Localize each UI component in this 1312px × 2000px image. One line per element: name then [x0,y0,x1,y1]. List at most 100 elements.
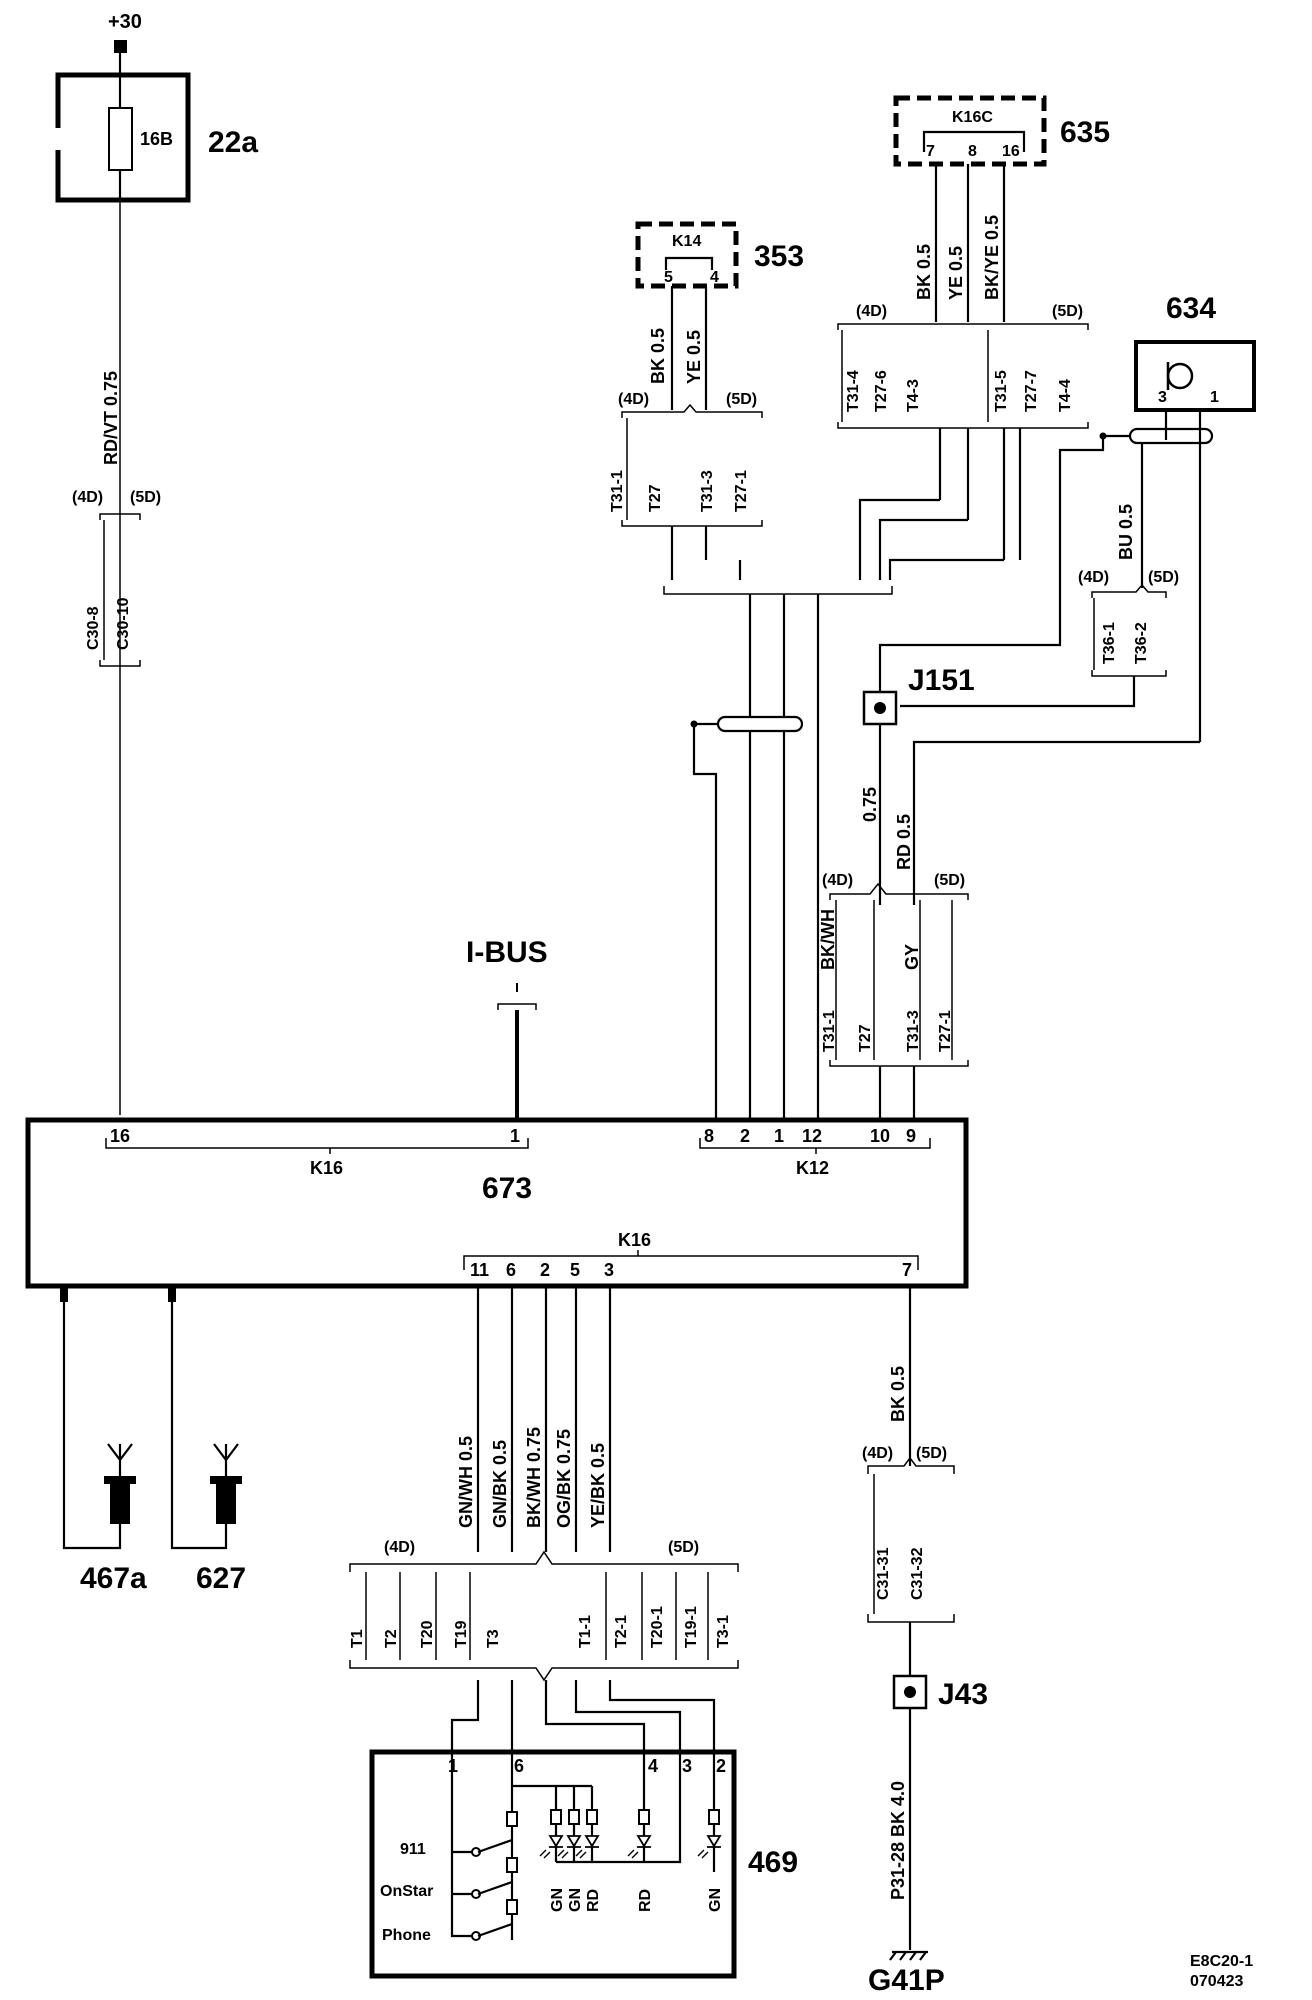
module-353: K14 5 4 353 [635,221,804,289]
svg-text:GN/WH 0.5: GN/WH 0.5 [456,1436,476,1528]
svg-text:BK/YE 0.5: BK/YE 0.5 [982,215,1002,300]
wire-label: YE 0.5 [684,330,704,384]
connector-label: K16C [952,109,993,126]
supply-group: +30 [108,11,142,75]
antenna-id: 627 [196,1562,246,1595]
connector-t-group: (4D) (5D) T1 T2 T20 T19 T3 T1-1 T2-1 T20… [349,1539,739,1682]
module-635: K16C 7 8 16 635 [893,95,1110,167]
svg-text:(5D): (5D) [934,872,965,889]
svg-text:P31-28 BK 4.0: P31-28 BK 4.0 [888,1781,908,1900]
svg-text:GN: GN [567,1888,584,1912]
svg-text:T3: T3 [485,1629,502,1648]
pin-label: 1 [774,1126,784,1146]
module-635-outline [893,95,1047,167]
svg-text:(4D): (4D) [1078,569,1109,586]
antenna-id: 467a [80,1562,147,1595]
supply-terminal-icon [114,40,127,53]
svg-text:T36-1: T36-1 [1101,622,1118,664]
antenna-627: 627 [168,1286,246,1595]
svg-text:T31-5: T31-5 [993,370,1010,412]
svg-text:(5D): (5D) [916,1445,947,1462]
resistor-icon [568,1809,580,1825]
wire-label-fuse-out: RD/VT 0.75 [101,371,121,465]
pin-label: 1 [1210,389,1219,406]
svg-text:(4D): (4D) [856,303,887,320]
bus-label: I-BUS [466,936,548,969]
pin-label: 6 [506,1260,516,1280]
svg-text:C31-31: C31-31 [875,1547,892,1600]
fuse-icon [108,107,133,171]
svg-text:(4D): (4D) [384,1539,415,1556]
switch-icon [477,1880,513,1896]
pin-label: 5 [664,269,673,286]
led-icon [548,1835,722,1848]
svg-text:GN: GN [549,1888,566,1912]
module-673-outline [25,1117,969,1289]
connector-c31: (4D) (5D) C31-31 C31-32 [862,1445,955,1623]
resistor-icon [708,1809,720,1825]
svg-text:T31-1: T31-1 [609,470,626,512]
pin-label: 12 [802,1126,822,1146]
pin-label: 7 [902,1260,912,1280]
module-353-outline [635,221,739,289]
shield-icon [716,715,804,733]
antenna-icon [107,1443,133,1476]
junction-label: J43 [938,1678,988,1711]
switch-icon [477,1838,513,1854]
svg-text:C31-32: C31-32 [909,1547,926,1600]
connector-c30: (4D) (5D) C30-8 C30-10 [72,489,161,667]
module-469: 1 6 4 3 2 469 911 OnStar Phone [369,1749,798,1979]
button-label: 911 [400,1841,426,1858]
resistor-icon [550,1809,562,1825]
connector-label: K12 [796,1158,829,1178]
light-rays-icon [539,1849,709,1859]
svg-text:T27-6: T27-6 [873,370,890,412]
svg-text:RD: RD [637,1889,654,1912]
resistor-icon [506,1899,518,1915]
svg-text:T19-1: T19-1 [683,1606,700,1648]
pin-label: 9 [906,1126,916,1146]
svg-text:T2: T2 [383,1629,400,1648]
module-id: 635 [1060,116,1110,149]
pin-label: 11 [470,1260,489,1280]
pin-label: 8 [704,1126,714,1146]
svg-text:(5D): (5D) [726,391,757,408]
ground-g41p: G41P [868,1950,945,1997]
svg-text:T1-1: T1-1 [577,1615,594,1648]
resistor-icon [506,1857,518,1873]
antenna-icon [213,1443,239,1476]
svg-text:YE/BK 0.5: YE/BK 0.5 [588,1443,608,1528]
svg-text:(5D): (5D) [668,1539,699,1556]
svg-text:T31-3: T31-3 [905,1010,922,1052]
microphone-icon [1166,362,1194,390]
svg-text:T27: T27 [647,484,664,512]
module-id: 469 [748,1846,798,1879]
pin-label: 10 [870,1126,890,1146]
svg-text:T4-3: T4-3 [905,379,922,412]
connector-pin-label: C30-10 [115,597,132,650]
ibus: I-BUS [466,936,548,1120]
pin-label: 2 [716,1756,726,1776]
junction-j151: J151 [862,664,975,726]
svg-text:GY: GY [902,944,922,970]
connector-t36: (4D) (5D) T36-1 T36-2 [1078,569,1179,677]
svg-text:T1: T1 [349,1629,366,1648]
pin-label: 7 [926,143,935,160]
antenna-connector-icon [110,1482,130,1524]
antenna-467a: 467a [60,1286,147,1595]
svg-text:(4D): (4D) [862,1445,893,1462]
led-array: GN GN RD RD GN [539,1809,724,1912]
svg-text:T27-7: T27-7 [1023,370,1040,412]
svg-text:BK 0.5: BK 0.5 [888,1366,908,1422]
variant-5d-label: (5D) [130,489,161,506]
connector-label: K14 [672,233,701,250]
resistor-icon [586,1809,598,1825]
svg-text:T20: T20 [419,1620,436,1648]
svg-text:GN: GN [707,1888,724,1912]
footer-code: E8C20-1 [1190,1953,1253,1970]
ground-icon [889,1950,928,1961]
svg-text:BK 0.5: BK 0.5 [914,244,934,300]
button-label: Phone [382,1927,431,1944]
svg-text:OG/BK 0.75: OG/BK 0.75 [554,1429,574,1528]
